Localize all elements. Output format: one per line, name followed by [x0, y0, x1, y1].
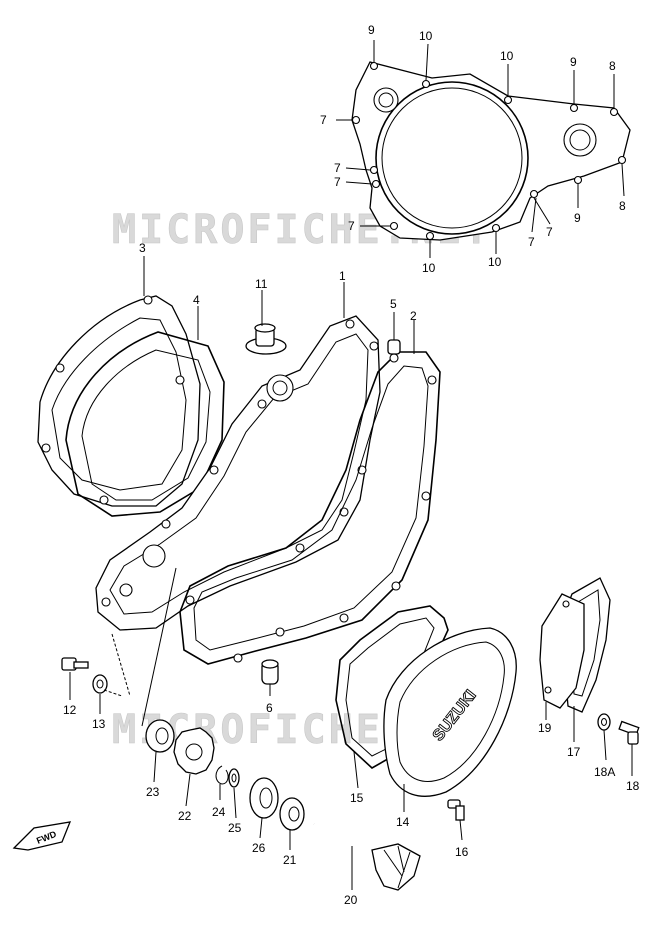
- part-label-10: 10: [488, 255, 502, 269]
- bolt-18: [618, 720, 640, 745]
- part-label-14: 14: [396, 815, 410, 829]
- part-label-6: 6: [266, 701, 273, 715]
- part-label-8: 8: [609, 59, 616, 73]
- washer-25: [228, 768, 240, 788]
- magneto-cover: SUZUKI: [383, 627, 517, 797]
- part-label-24: 24: [212, 805, 226, 819]
- part-label-19: 19: [538, 721, 552, 735]
- part-label-23: 23: [146, 785, 160, 799]
- part-label-21: 21: [283, 853, 297, 867]
- dowel-pin-top: [387, 339, 401, 355]
- part-labels: 9 10 10 9 8 7 7 7 7 8 9 7 7 10 10 3 1 11…: [63, 23, 640, 907]
- part-label-1: 1: [339, 269, 346, 283]
- pump-shaft-impeller: [313, 822, 421, 891]
- part-label-15: 15: [350, 791, 364, 805]
- part-label-5: 5: [390, 297, 397, 311]
- sprocket-cover-plate: [539, 593, 585, 709]
- part-label-4: 4: [193, 293, 200, 307]
- gear-22: [173, 727, 215, 775]
- washer-13: [92, 674, 108, 694]
- bolt-layout-detail: [336, 40, 631, 258]
- fwd-arrow-icon: FWD: [12, 821, 72, 851]
- part-label-13: 13: [92, 717, 106, 731]
- magneto-bolt: [447, 799, 465, 821]
- part-label-25: 25: [228, 821, 242, 835]
- part-label-9: 9: [570, 55, 577, 69]
- dowel-pin-lower: [261, 659, 279, 685]
- oil-seal-21: [279, 797, 305, 831]
- bolt-holes: [351, 61, 627, 241]
- part-label-2: 2: [410, 309, 417, 323]
- part-label-10: 10: [422, 261, 436, 275]
- leader-lines: [69, 256, 633, 890]
- part-label-7: 7: [546, 225, 553, 239]
- crankcase-cover: [95, 315, 381, 631]
- part-label-20: 20: [344, 893, 358, 907]
- bolt-12: [61, 657, 89, 671]
- part-label-10: 10: [419, 29, 433, 43]
- crankcase-gasket: [179, 351, 441, 665]
- washer-18a: [597, 713, 611, 731]
- circlip-24: [215, 765, 229, 785]
- part-label-16: 16: [455, 845, 469, 859]
- part-label-10: 10: [500, 49, 514, 63]
- part-label-18: 18: [626, 779, 640, 793]
- part-label-18a: 18A: [594, 765, 615, 779]
- part-label-22: 22: [178, 809, 192, 823]
- bearing-23: [145, 719, 175, 753]
- part-label-7: 7: [528, 235, 535, 249]
- part-label-7: 7: [334, 161, 341, 175]
- clutch-cover-outer: [37, 295, 201, 507]
- part-label-26: 26: [252, 841, 266, 855]
- part-label-9: 9: [574, 211, 581, 225]
- part-label-7: 7: [348, 219, 355, 233]
- part-label-7: 7: [320, 113, 327, 127]
- part-label-12: 12: [63, 703, 77, 717]
- part-label-8: 8: [619, 199, 626, 213]
- oil-filler-cap: [245, 323, 287, 355]
- part-label-11: 11: [255, 277, 268, 291]
- part-label-3: 3: [139, 241, 146, 255]
- part-label-7: 7: [334, 175, 341, 189]
- part-label-8: 9: [368, 23, 375, 37]
- bearing-26: [249, 777, 279, 819]
- part-label-17: 17: [567, 745, 581, 759]
